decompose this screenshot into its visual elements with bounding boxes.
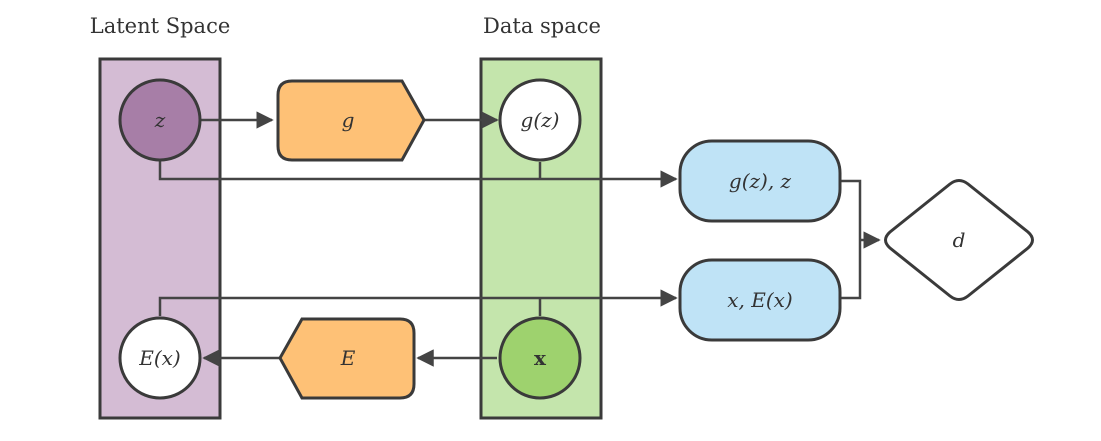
node-x-label: x bbox=[534, 346, 547, 370]
node-x-ex-pair-shape bbox=[678, 258, 842, 342]
node-gz[interactable]: g(z) bbox=[498, 78, 582, 162]
node-x-shape bbox=[498, 316, 582, 400]
node-discriminator[interactable]: d bbox=[884, 179, 1034, 301]
node-discriminator-label: d bbox=[953, 228, 966, 252]
node-generator-shape bbox=[276, 79, 426, 162]
node-ex-label: E(x) bbox=[138, 346, 180, 370]
edge-ex-to-x-pair bbox=[158, 289, 678, 316]
node-gz-z-pair-shape bbox=[678, 139, 842, 223]
node-z-shape bbox=[118, 78, 202, 162]
node-generator-label: g bbox=[342, 108, 355, 132]
node-encoder-shape bbox=[278, 317, 416, 400]
node-z-label: z bbox=[154, 108, 166, 132]
node-gz-z-pair[interactable]: g(z), z bbox=[678, 139, 842, 223]
latent-space-title: Latent Space bbox=[89, 14, 231, 38]
node-ex-shape bbox=[118, 316, 202, 400]
node-gz-z-pair-label: g(z), z bbox=[729, 169, 792, 193]
node-ex[interactable]: E(x) bbox=[118, 316, 202, 400]
data-space-title: Data space bbox=[483, 14, 601, 38]
node-generator[interactable]: g bbox=[276, 79, 426, 162]
node-discriminator-shape bbox=[884, 179, 1034, 301]
node-encoder-label: E bbox=[340, 346, 356, 370]
node-gz-label: g(z) bbox=[521, 108, 560, 132]
node-gz-shape bbox=[498, 78, 582, 162]
node-x-ex-pair[interactable]: x, E(x) bbox=[678, 258, 842, 342]
node-encoder[interactable]: E bbox=[278, 317, 416, 400]
node-z[interactable]: z bbox=[118, 78, 202, 162]
edge-z-to-gz-pair bbox=[158, 161, 678, 188]
node-x[interactable]: x bbox=[498, 316, 582, 400]
edge-pairs-to-d bbox=[840, 179, 862, 300]
node-x-ex-pair-label: x, E(x) bbox=[727, 288, 792, 312]
